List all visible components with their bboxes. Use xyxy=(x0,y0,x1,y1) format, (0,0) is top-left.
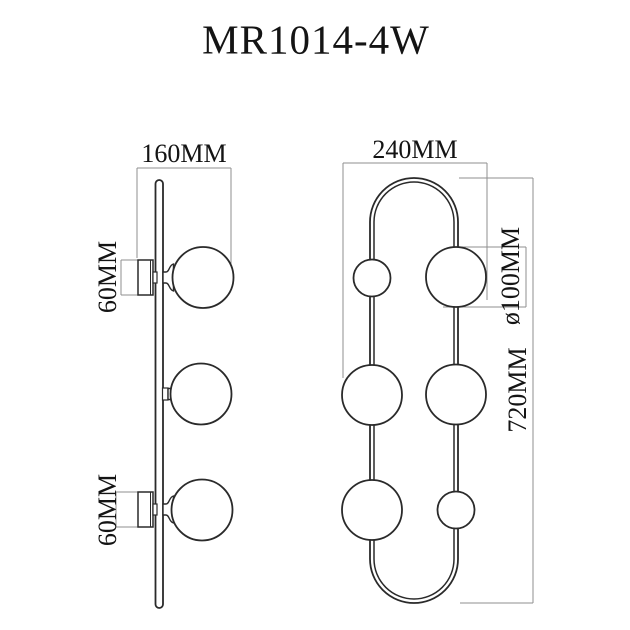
top-arm-dimension-label: 60MM xyxy=(93,240,122,314)
middle-mount-nub xyxy=(161,387,169,401)
middle-globe-side xyxy=(169,362,233,426)
bottom-arm-dimension-label: 60MM xyxy=(93,473,122,547)
front-width-dimension-label: 240MM xyxy=(372,135,458,164)
page-title: MR1014-4W xyxy=(202,16,430,63)
small-globe-upper-left xyxy=(352,258,392,298)
globe-upper-right xyxy=(425,246,487,308)
front-view-drawing xyxy=(341,177,487,604)
dimension-linework xyxy=(115,162,534,604)
bottom-globe-side xyxy=(170,478,234,542)
front-height-dimension-label: 720MM xyxy=(503,347,532,433)
globe-diameter-label: ø100MM xyxy=(496,226,525,326)
middle-arm-assembly xyxy=(161,362,233,426)
globe-middle-right xyxy=(425,363,487,426)
top-mount-nub xyxy=(152,271,158,284)
bottom-arm-assembly xyxy=(137,478,234,542)
bottom-mount-nub xyxy=(152,503,158,516)
top-globe-side xyxy=(171,246,235,309)
small-globe-lower-right xyxy=(436,490,476,530)
top-arm-assembly xyxy=(137,246,235,309)
globe-middle-left xyxy=(341,364,403,426)
side-depth-dimension-label: 160MM xyxy=(141,139,227,168)
globe-lower-left xyxy=(341,479,403,541)
wall-plate-bar xyxy=(154,179,164,609)
side-view-drawing xyxy=(137,179,235,609)
